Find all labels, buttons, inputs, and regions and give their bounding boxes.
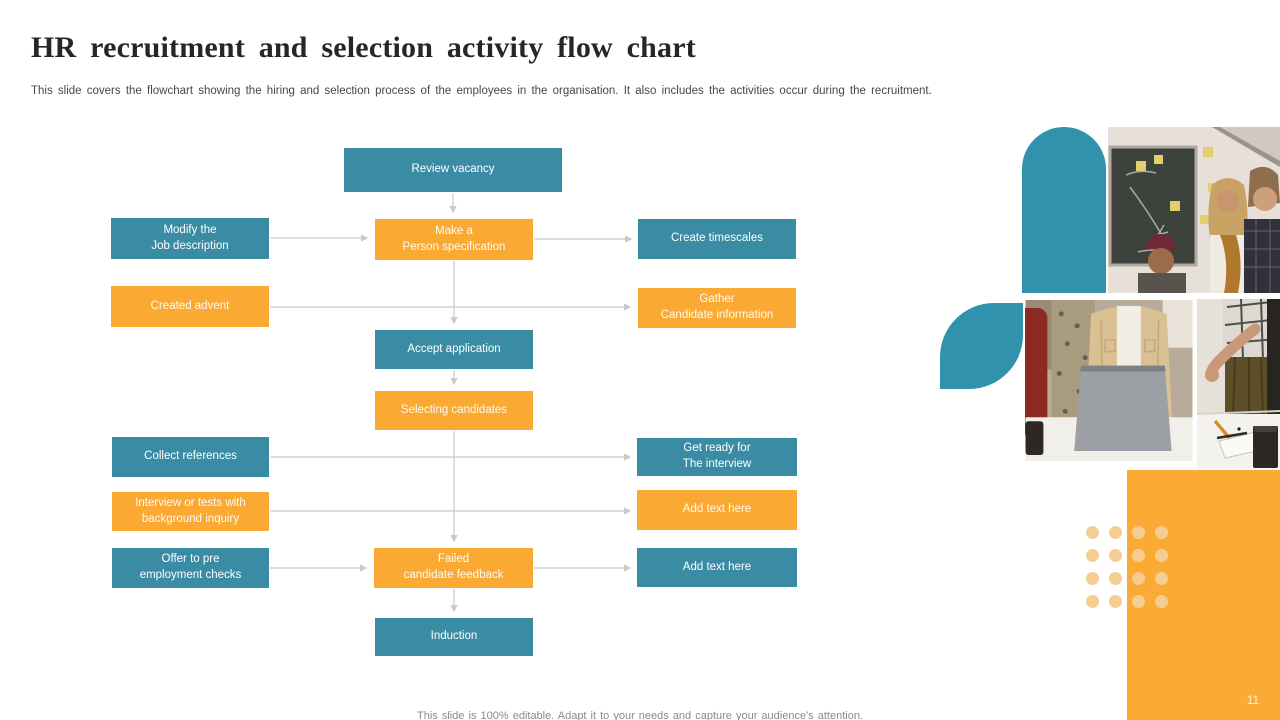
- flow-node-review-vacancy[interactable]: Review vacancy: [344, 148, 562, 192]
- person-blonde: [1208, 178, 1248, 293]
- dot: [1086, 595, 1099, 608]
- flow-node-induction[interactable]: Induction: [375, 618, 533, 656]
- dot: [1132, 526, 1145, 539]
- person-plaid: [1244, 166, 1280, 293]
- flow-node-make-person-specification[interactable]: Make a Person specification: [375, 219, 533, 260]
- arch-shape: [1022, 127, 1106, 293]
- dot: [1086, 526, 1099, 539]
- dot: [1132, 549, 1145, 562]
- photo-man-laptop: [1025, 300, 1193, 461]
- dot: [1109, 595, 1122, 608]
- photo-pointing-desk: [1197, 299, 1280, 468]
- page-number: 11: [1246, 693, 1260, 707]
- person-beanie: [1138, 234, 1186, 293]
- flow-node-create-timescales[interactable]: Create timescales: [638, 219, 796, 259]
- flow-node-modify-job-description[interactable]: Modify the Job description: [111, 218, 269, 259]
- leaf-shape: [940, 303, 1023, 389]
- dot: [1132, 572, 1145, 585]
- flow-node-created-advent[interactable]: Created advent: [111, 286, 269, 327]
- flow-node-selecting-candidates[interactable]: Selecting candidates: [375, 391, 533, 430]
- dot: [1086, 572, 1099, 585]
- flow-node-add-text-here-1[interactable]: Add text here: [637, 490, 797, 530]
- dot: [1109, 526, 1122, 539]
- dot: [1155, 595, 1168, 608]
- flow-node-interview-or-tests[interactable]: Interview or tests with background inqui…: [112, 492, 269, 531]
- dot: [1109, 572, 1122, 585]
- flow-node-failed-candidate-feedback[interactable]: Failed candidate feedback: [374, 548, 533, 588]
- dot: [1155, 526, 1168, 539]
- flow-node-accept-application[interactable]: Accept application: [375, 330, 533, 369]
- dot: [1086, 549, 1099, 562]
- photo-team-blackboard: [1108, 127, 1280, 293]
- dot: [1109, 549, 1122, 562]
- flow-node-get-ready-for-interview[interactable]: Get ready for The interview: [637, 438, 797, 476]
- flow-node-collect-references[interactable]: Collect references: [112, 437, 269, 477]
- dot: [1132, 595, 1145, 608]
- page-title: HR recruitment and selection activity fl…: [31, 31, 696, 64]
- flow-node-gather-candidate-information[interactable]: Gather Candidate information: [638, 288, 796, 328]
- dot: [1155, 572, 1168, 585]
- footer-note: This slide is 100% editable. Adapt it to…: [417, 710, 863, 720]
- flow-node-add-text-here-2[interactable]: Add text here: [637, 548, 797, 587]
- flow-node-offer-pre-employment-checks[interactable]: Offer to pre employment checks: [112, 548, 269, 588]
- orange-accent-rect: [1127, 470, 1280, 720]
- slide-subtitle: This slide covers the flowchart showing …: [31, 85, 932, 97]
- dots-grid: [1086, 526, 1168, 608]
- dot: [1155, 549, 1168, 562]
